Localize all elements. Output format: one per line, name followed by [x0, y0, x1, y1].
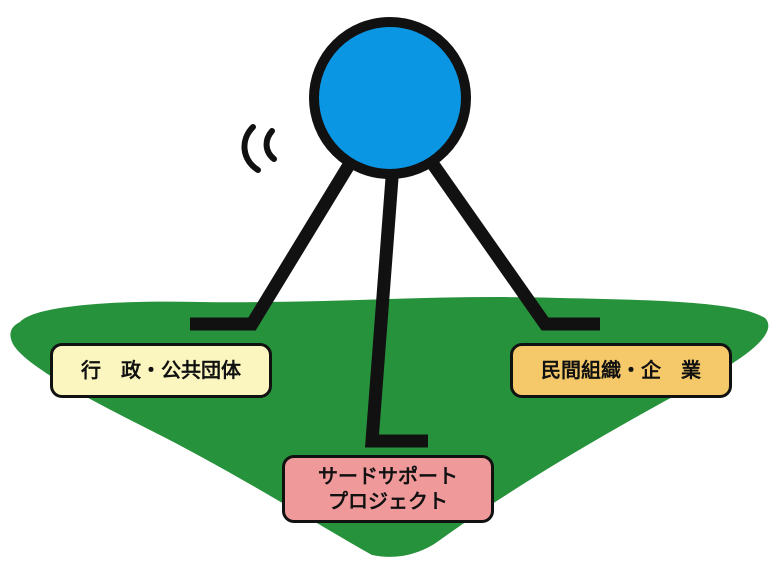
third-support-project-label-line-2: プロジェクト: [328, 489, 448, 513]
third-support-project-box: サードサポート プロジェクト: [282, 455, 494, 523]
private-organizations-companies-label: 民間組織・企 業: [541, 358, 701, 382]
government-public-bodies-box: 行 政・公共団体: [50, 343, 272, 398]
motion-mark-outer: [241, 124, 261, 173]
motion-mark-inner: [263, 128, 277, 162]
government-public-bodies-label: 行 政・公共団体: [81, 358, 241, 382]
private-organizations-companies-box: 民間組織・企 業: [510, 343, 732, 398]
leg-to-private-sector: [424, 156, 600, 331]
leg-to-government: [190, 156, 358, 331]
leg-to-third-support: [364, 177, 428, 448]
hub-circle: [309, 17, 471, 179]
third-support-project-label-line-1: サードサポート: [318, 464, 458, 488]
